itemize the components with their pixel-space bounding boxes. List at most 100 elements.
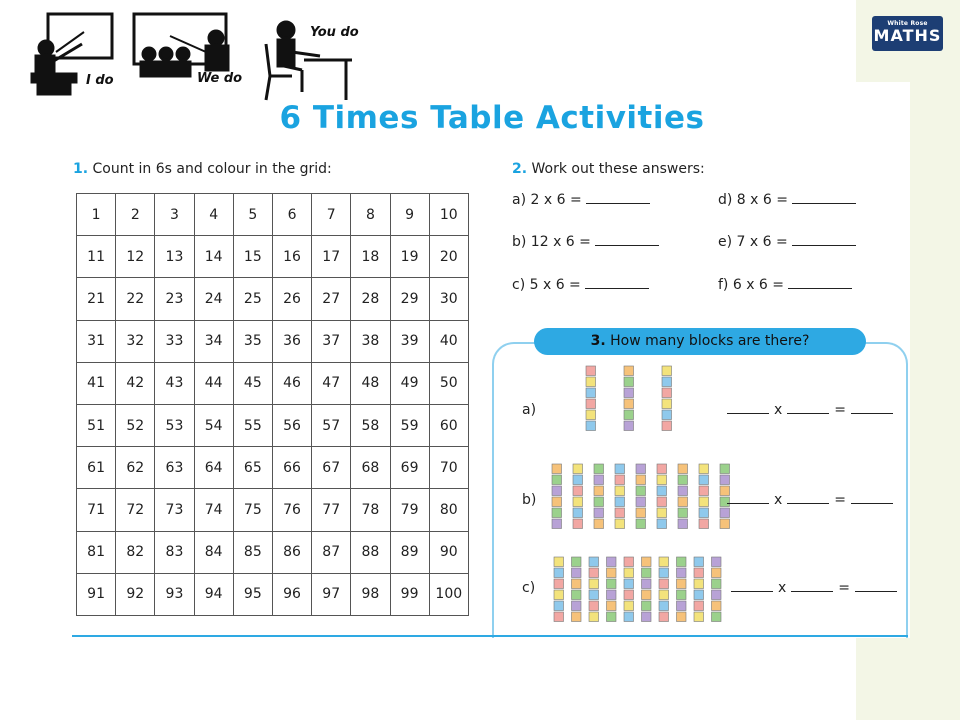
equation-c-blank-3[interactable] [855,582,898,592]
grid-cell[interactable]: 11 [75,235,117,279]
grid-cell[interactable]: 88 [350,530,391,574]
grid-cell[interactable]: 85 [232,530,273,574]
equation-a-blank-1[interactable] [727,404,769,414]
grid-cell[interactable]: 9 [389,192,430,237]
grid-cell[interactable]: 10 [428,192,469,237]
equation-a-blank-3[interactable] [851,404,894,414]
grid-cell[interactable]: 80 [428,488,469,532]
grid-cell[interactable]: 1 [75,192,117,237]
grid-cell[interactable]: 55 [232,403,273,448]
grid-cell[interactable]: 49 [389,361,430,405]
grid-cell[interactable]: 2 [115,192,156,237]
grid-cell[interactable]: 72 [115,488,156,532]
grid-cell[interactable]: 62 [115,446,156,490]
grid-cell[interactable]: 89 [389,530,430,574]
grid-cell[interactable]: 23 [154,277,195,321]
grid-cell[interactable]: 82 [115,530,156,574]
grid-cell[interactable]: 61 [75,446,117,490]
grid-cell[interactable]: 52 [115,403,156,448]
grid-cell[interactable]: 33 [154,319,195,363]
grid-cell[interactable]: 90 [428,530,469,574]
grid-cell[interactable]: 54 [193,403,234,448]
grid-cell[interactable]: 20 [428,235,469,279]
grid-cell[interactable]: 95 [232,572,273,616]
grid-cell[interactable]: 7 [311,192,352,237]
grid-cell[interactable]: 68 [350,446,391,490]
grid-cell[interactable]: 15 [232,235,273,279]
grid-cell[interactable]: 18 [350,235,391,279]
grid-cell[interactable]: 98 [350,572,391,616]
grid-cell[interactable]: 45 [232,361,273,405]
grid-cell[interactable]: 69 [389,446,430,490]
grid-cell[interactable]: 64 [193,446,234,490]
answer-blank-f[interactable] [788,277,853,289]
grid-cell[interactable]: 56 [271,403,313,448]
answer-blank-c[interactable] [584,277,649,289]
grid-cell[interactable]: 77 [311,488,352,532]
grid-cell[interactable]: 100 [428,572,469,616]
grid-cell[interactable]: 16 [271,235,313,279]
grid-cell[interactable]: 70 [428,446,469,490]
grid-cell[interactable]: 28 [350,277,391,321]
grid-cell[interactable]: 38 [350,319,391,363]
grid-cell[interactable]: 22 [115,277,156,321]
grid-cell[interactable]: 46 [271,361,313,405]
grid-cell[interactable]: 50 [428,361,469,405]
grid-cell[interactable]: 27 [311,277,352,321]
grid-cell[interactable]: 79 [389,488,430,532]
grid-cell[interactable]: 51 [75,403,117,448]
grid-cell[interactable]: 43 [154,361,195,405]
grid-cell[interactable]: 99 [389,572,430,616]
grid-cell[interactable]: 96 [271,572,313,616]
grid-cell[interactable]: 66 [271,446,313,490]
grid-cell[interactable]: 83 [154,530,195,574]
grid-cell[interactable]: 63 [154,446,195,490]
grid-cell[interactable]: 17 [311,235,352,279]
grid-cell[interactable]: 21 [75,277,117,321]
grid-cell[interactable]: 58 [350,403,391,448]
grid-cell[interactable]: 76 [271,488,313,532]
grid-cell[interactable]: 6 [271,192,313,237]
grid-cell[interactable]: 97 [311,572,352,616]
grid-cell[interactable]: 19 [389,235,430,279]
grid-cell[interactable]: 93 [154,572,195,616]
grid-cell[interactable]: 39 [389,319,430,363]
answer-blank-d[interactable] [791,192,856,204]
grid-cell[interactable]: 75 [232,488,273,532]
grid-cell[interactable]: 53 [154,403,195,448]
grid-cell[interactable]: 40 [428,319,469,363]
grid-cell[interactable]: 13 [154,235,195,279]
grid-cell[interactable]: 14 [193,235,234,279]
grid-cell[interactable]: 71 [75,488,117,532]
grid-cell[interactable]: 32 [115,319,156,363]
answer-blank-b[interactable] [594,234,659,246]
equation-b-blank-2[interactable] [787,494,830,504]
grid-cell[interactable]: 91 [75,572,117,616]
grid-cell[interactable]: 92 [115,572,156,616]
grid-cell[interactable]: 73 [154,488,195,532]
grid-cell[interactable]: 57 [311,403,352,448]
grid-cell[interactable]: 35 [232,319,273,363]
grid-cell[interactable]: 74 [193,488,234,532]
grid-cell[interactable]: 48 [350,361,391,405]
equation-c-blank-2[interactable] [791,582,834,592]
grid-cell[interactable]: 59 [389,403,430,448]
grid-cell[interactable]: 4 [193,192,234,237]
grid-cell[interactable]: 42 [115,361,156,405]
grid-cell[interactable]: 87 [311,530,352,574]
grid-cell[interactable]: 29 [389,277,430,321]
grid-cell[interactable]: 44 [193,361,234,405]
grid-cell[interactable]: 81 [75,530,117,574]
answer-blank-e[interactable] [791,234,856,246]
equation-a-blank-2[interactable] [787,404,830,414]
equation-b-blank-1[interactable] [727,494,769,504]
grid-cell[interactable]: 31 [75,319,117,363]
grid-cell[interactable]: 12 [115,235,156,279]
grid-cell[interactable]: 36 [271,319,313,363]
grid-cell[interactable]: 47 [311,361,352,405]
grid-cell[interactable]: 78 [350,488,391,532]
grid-cell[interactable]: 86 [271,530,313,574]
equation-c-blank-1[interactable] [731,582,773,592]
grid-cell[interactable]: 30 [428,277,469,321]
grid-cell[interactable]: 41 [75,361,117,405]
